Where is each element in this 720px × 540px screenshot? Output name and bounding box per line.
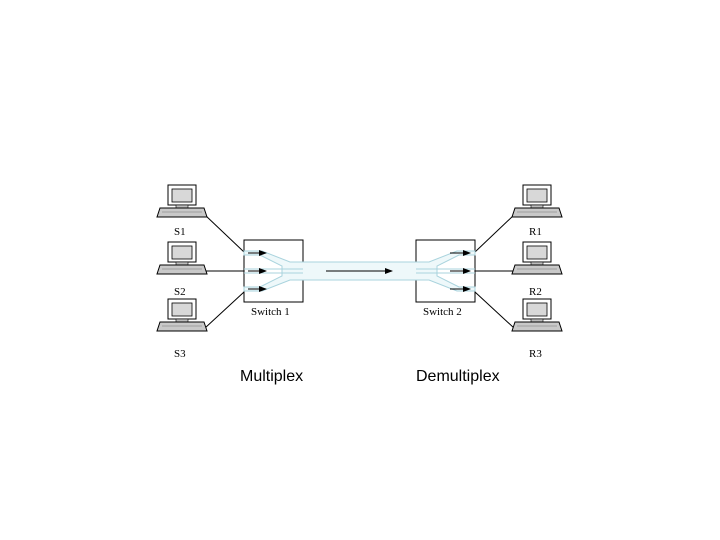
switch-2-label: Switch 2 bbox=[423, 306, 462, 318]
sender-label-s1: S1 bbox=[174, 226, 186, 238]
switch-1-label: Switch 1 bbox=[251, 306, 290, 318]
sender-s3-computer-icon bbox=[157, 299, 207, 331]
receiver-r3-computer-icon bbox=[512, 299, 562, 331]
sender-label-s2: S2 bbox=[174, 286, 186, 298]
sender-s2-computer-icon bbox=[157, 242, 207, 274]
caption-multiplex: Multiplex bbox=[240, 368, 303, 385]
sender-s1-computer-icon bbox=[157, 185, 207, 217]
caption-demultiplex: Demultiplex bbox=[416, 368, 500, 385]
sender-label-s3: S3 bbox=[174, 348, 186, 360]
receiver-r1-computer-icon bbox=[512, 185, 562, 217]
receiver-label-r3: R3 bbox=[529, 348, 542, 360]
wire-s3 bbox=[205, 292, 244, 328]
receiver-label-r1: R1 bbox=[529, 226, 542, 238]
receiver-label-r2: R2 bbox=[529, 286, 542, 298]
wire-s1 bbox=[205, 215, 244, 252]
receiver-r2-computer-icon bbox=[512, 242, 562, 274]
wire-r3 bbox=[475, 292, 514, 328]
wire-r1 bbox=[475, 215, 514, 252]
